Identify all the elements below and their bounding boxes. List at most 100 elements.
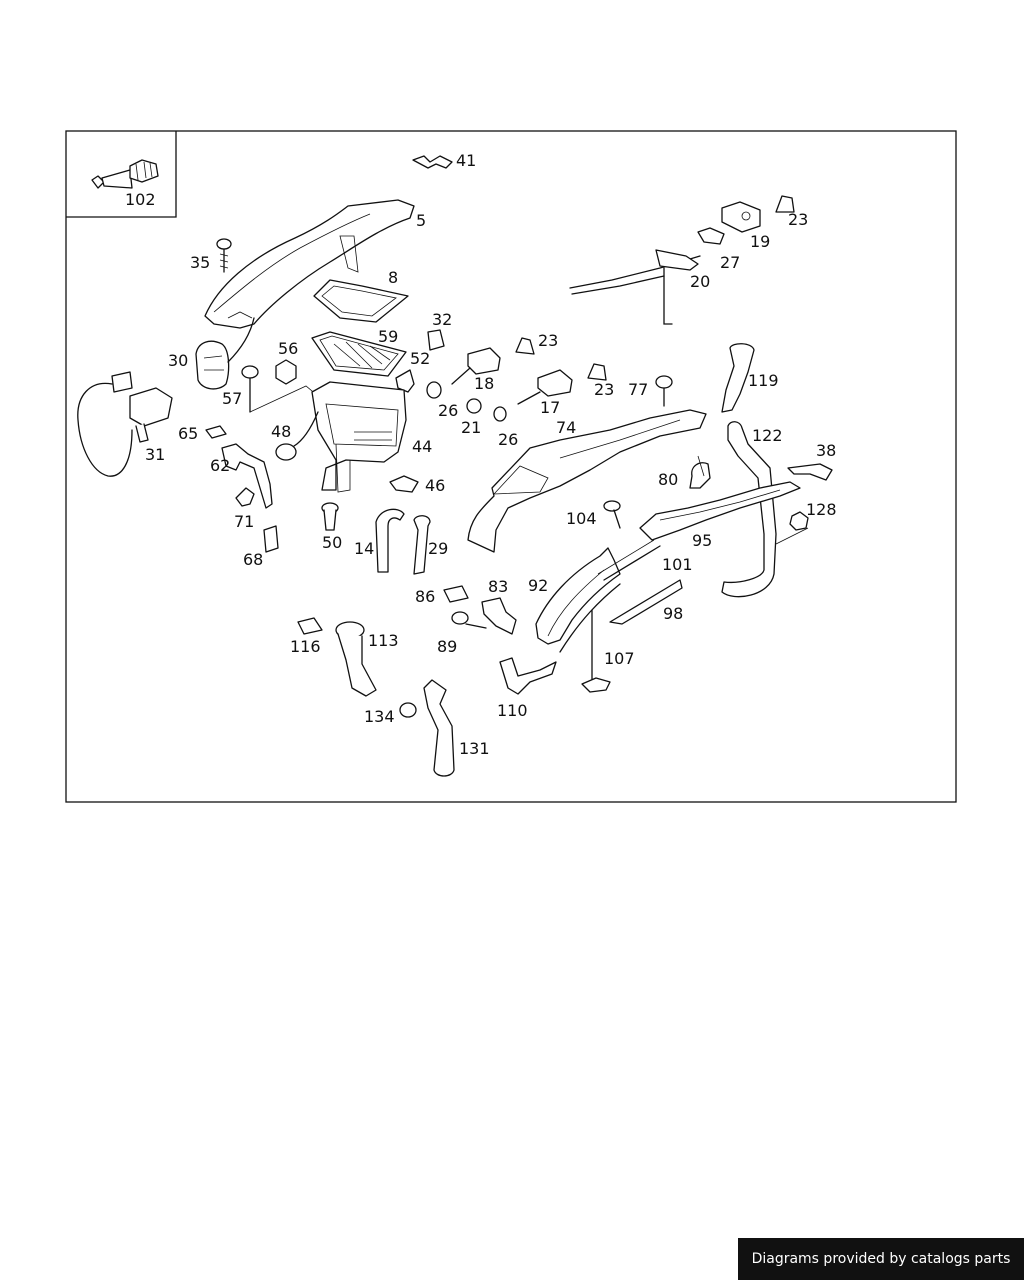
callout-label: 14	[354, 539, 374, 558]
part-62-bracket	[221, 443, 273, 509]
callout-label: 119	[748, 371, 779, 390]
diagram-frame	[65, 130, 957, 803]
callout-label: 46	[425, 476, 445, 495]
callout-label: 5	[416, 211, 426, 230]
callout-label: 35	[190, 253, 210, 272]
callout-label: 30	[168, 351, 188, 370]
callout-label: 80	[658, 470, 678, 489]
part-57-screw	[241, 365, 259, 413]
part-26-washer-b	[493, 406, 507, 422]
part-92-duct	[535, 547, 621, 645]
part-116-clip	[297, 617, 323, 635]
callout-label: 62	[210, 456, 230, 475]
part-56-nut	[275, 359, 297, 385]
callout-label: 26	[438, 401, 458, 420]
callout-label: 8	[388, 268, 398, 287]
callout-label: 122	[752, 426, 783, 445]
part-52-bracket	[395, 369, 415, 393]
part-65-clip	[205, 425, 227, 439]
part-71-clip	[235, 487, 255, 507]
part-134-clamp	[399, 702, 417, 718]
callout-label: 68	[243, 550, 263, 569]
part-35-screw	[216, 238, 232, 273]
part-20-bracket	[569, 249, 701, 325]
callout-label: 77	[628, 380, 648, 399]
part-101-long-strip	[559, 583, 621, 653]
callout-label: 86	[415, 587, 435, 606]
callout-label: 131	[459, 739, 490, 758]
callout-label: 83	[488, 577, 508, 596]
part-102-clip	[91, 159, 159, 189]
part-5-air-duct	[204, 199, 415, 329]
callout-label: 110	[497, 701, 528, 720]
part-26-washer-a	[426, 381, 442, 399]
part-29-hose	[413, 515, 431, 575]
part-59-filter	[311, 331, 407, 377]
part-98-strip	[609, 579, 683, 625]
callout-label: 57	[222, 389, 242, 408]
part-18-actuator	[451, 347, 501, 385]
footer-credit: Diagrams provided by catalogs parts	[738, 1238, 1024, 1280]
inset-box	[66, 131, 177, 218]
part-104-screw	[603, 500, 621, 529]
callout-label: 95	[692, 531, 712, 550]
part-23-clip-b	[587, 363, 607, 381]
callout-label: 29	[428, 539, 448, 558]
callout-label: 23	[538, 331, 558, 350]
part-30-housing-cap	[195, 340, 230, 390]
part-23-clip-a	[515, 337, 535, 355]
callout-label: 20	[690, 272, 710, 291]
part-95-duct	[639, 481, 801, 541]
leader-128	[775, 527, 809, 545]
part-77-screw	[655, 375, 673, 407]
part-23-clip-c	[775, 195, 795, 213]
part-38-clip	[787, 463, 833, 481]
part-46-clip	[389, 475, 419, 493]
callout-label: 104	[566, 509, 597, 528]
callout-label: 74	[556, 418, 576, 437]
part-14-hose	[375, 508, 405, 573]
callout-label: 134	[364, 707, 395, 726]
callout-label: 116	[290, 637, 321, 656]
part-107-clip	[581, 677, 611, 693]
callout-label: 41	[456, 151, 476, 170]
callout-label: 26	[498, 430, 518, 449]
callout-label: 23	[594, 380, 614, 399]
arrow-48-to-44	[293, 411, 319, 447]
label-102: 102	[125, 190, 156, 209]
part-32-cap	[427, 329, 445, 351]
part-113-duct	[335, 621, 377, 697]
part-50-plug	[321, 502, 339, 531]
part-27-gasket	[697, 227, 725, 245]
part-21-nut	[466, 398, 482, 414]
callout-label: 19	[750, 232, 770, 251]
callout-label: 128	[806, 500, 837, 519]
callout-label: 71	[234, 512, 254, 531]
callout-label: 27	[720, 253, 740, 272]
callout-label: 32	[432, 310, 452, 329]
part-80-clip	[689, 455, 711, 489]
part-119-duct	[721, 343, 755, 413]
callout-label: 113	[368, 631, 399, 650]
part-48-grommet	[275, 443, 297, 461]
leader-57	[249, 385, 319, 413]
callout-label: 92	[528, 576, 548, 595]
part-89-screw	[451, 611, 487, 629]
part-41-bracket	[412, 155, 453, 169]
part-101-strip-edge	[597, 539, 655, 575]
callout-label: 38	[816, 441, 836, 460]
callout-label: 48	[271, 422, 291, 441]
callout-label: 98	[663, 604, 683, 623]
callout-label: 59	[378, 327, 398, 346]
part-101-strip	[603, 545, 661, 581]
part-122-pipe	[721, 421, 777, 598]
part-17-actuator	[517, 369, 573, 405]
callout-label: 65	[178, 424, 198, 443]
part-31-sensor	[77, 371, 173, 477]
arrow-30-to-5	[227, 317, 255, 363]
part-110-bracket	[499, 657, 557, 695]
part-86-clip	[443, 585, 469, 603]
callout-label: 89	[437, 637, 457, 656]
callout-label: 101	[662, 555, 693, 574]
